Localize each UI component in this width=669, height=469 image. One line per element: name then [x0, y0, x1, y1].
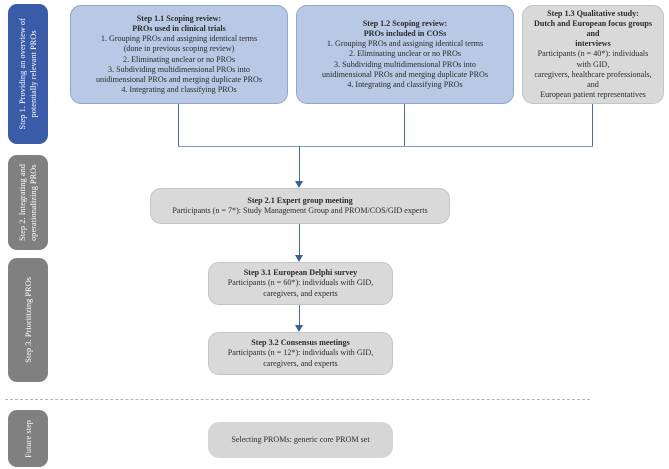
connector-step-1-3-down [592, 104, 594, 147]
phase-label-step-1: Step 1. Providing an overview of potenti… [8, 4, 48, 144]
node-step-3-2-title: Step 3.2 Consensus meetings [251, 338, 350, 348]
node-step-2-1-title: Step 2.1 Expert group meeting [247, 195, 353, 205]
future-step-divider [5, 399, 590, 400]
node-future-step-body: Selecting PROMs: generic core PROM set [231, 434, 370, 444]
node-step-2-1-body: Participants (n = 7*): Study Management … [172, 206, 428, 215]
arrowhead-to-step-3-1 [295, 255, 303, 262]
node-step-1-3: Step 1.3 Qualitative study: Dutch and Eu… [522, 5, 664, 104]
node-step-3-2: Step 3.2 Consensus meetings Participants… [208, 332, 393, 375]
node-step-3-2-body: Participants (n = 12*): individuals with… [227, 348, 374, 368]
node-step-1-2-body: 1. Grouping PROs and assigning identical… [322, 39, 488, 89]
phase-label-step-2: Step 2. Integrating and operationalizing… [8, 155, 48, 250]
node-step-1-1-body: 1. Grouping PROs and assigning identical… [96, 34, 262, 95]
phase-label-step-3: Step 3. Prioritizing PROs [8, 258, 48, 382]
phase-label-step-1-text: Step 1. Providing an overview of potenti… [18, 18, 38, 130]
node-step-3-1: Step 3.1 European Delphi survey Particip… [208, 262, 393, 305]
node-step-1-1-title: Step 1.1 Scoping review: PROs used in cl… [132, 13, 226, 33]
phase-label-step-2-text: Step 2. Integrating and operationalizing… [18, 164, 38, 241]
arrowhead-to-step-3-2 [295, 325, 303, 332]
node-step-2-1: Step 2.1 Expert group meeting Participan… [150, 188, 450, 224]
connector-step-1-2-down [404, 104, 406, 147]
connector-step-2-1-to-step-3-1 [299, 224, 301, 255]
connector-step-3-1-to-step-3-2 [299, 305, 301, 325]
phase-label-future-step: Future step [8, 410, 48, 467]
node-step-1-2-title: Step 1.2 Scoping review: PROs included i… [362, 18, 448, 38]
phase-label-future-step-text: Future step [23, 419, 33, 458]
node-step-1-1: Step 1.1 Scoping review: PROs used in cl… [70, 5, 288, 104]
node-step-1-3-title: Step 1.3 Qualitative study: Dutch and Eu… [534, 8, 652, 49]
connector-step-1-1-down [178, 104, 180, 147]
node-step-1-3-body: Participants (n = 40*): individuals with… [534, 49, 652, 100]
node-step-1-2: Step 1.2 Scoping review: PROs included i… [296, 5, 514, 104]
connector-merge-to-step-2-1 [299, 146, 301, 182]
phase-label-step-3-text: Step 3. Prioritizing PROs [23, 277, 33, 363]
connector-merge-bar [178, 146, 593, 148]
node-step-3-1-body: Participants (n = 60*): individuals with… [227, 278, 374, 298]
arrowhead-to-step-2-1 [295, 181, 303, 188]
node-step-3-1-title: Step 3.1 European Delphi survey [243, 268, 358, 278]
node-future-step: Selecting PROMs: generic core PROM set [208, 422, 393, 458]
